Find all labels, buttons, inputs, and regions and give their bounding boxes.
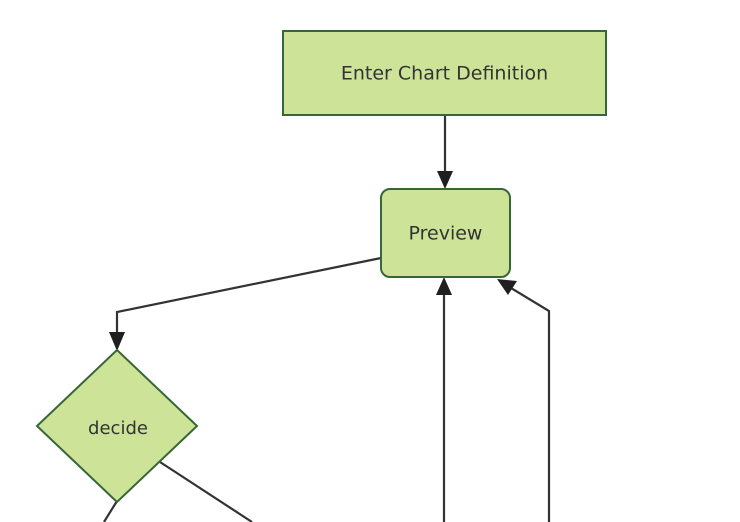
node-label: Enter Chart Definition (341, 63, 548, 85)
edge-line (103, 500, 118, 522)
edge-decide-right-out[interactable] (159, 461, 253, 522)
node-shape-diamond (35, 348, 199, 504)
arrow-head-icon (497, 279, 517, 295)
edge-layer (103, 115, 551, 522)
node-label: Preview (409, 223, 483, 245)
node-label: decide (88, 418, 148, 439)
edge-line (159, 461, 253, 522)
node-decide[interactable]: decide (35, 348, 199, 504)
edge-enter-to-preview[interactable] (437, 115, 453, 189)
arrow-head-icon (109, 332, 125, 351)
edge-preview-to-decide[interactable] (109, 256, 382, 351)
edge-line (115, 256, 382, 341)
node-layer: Enter Chart Definition Preview decide (35, 30, 607, 504)
edge-decide-bottom-out[interactable] (103, 500, 118, 522)
arrow-head-icon (436, 277, 452, 295)
edge-left-return-to-preview[interactable] (436, 277, 452, 522)
node-shape-rectangle (282, 30, 607, 116)
arrow-head-icon (437, 171, 453, 189)
node-preview[interactable]: Preview (380, 188, 511, 278)
node-shape-rounded-rectangle (380, 188, 511, 278)
node-enter-chart-definition[interactable]: Enter Chart Definition (282, 30, 607, 116)
edge-line (505, 284, 551, 522)
edge-right-return-to-preview[interactable] (497, 279, 551, 522)
